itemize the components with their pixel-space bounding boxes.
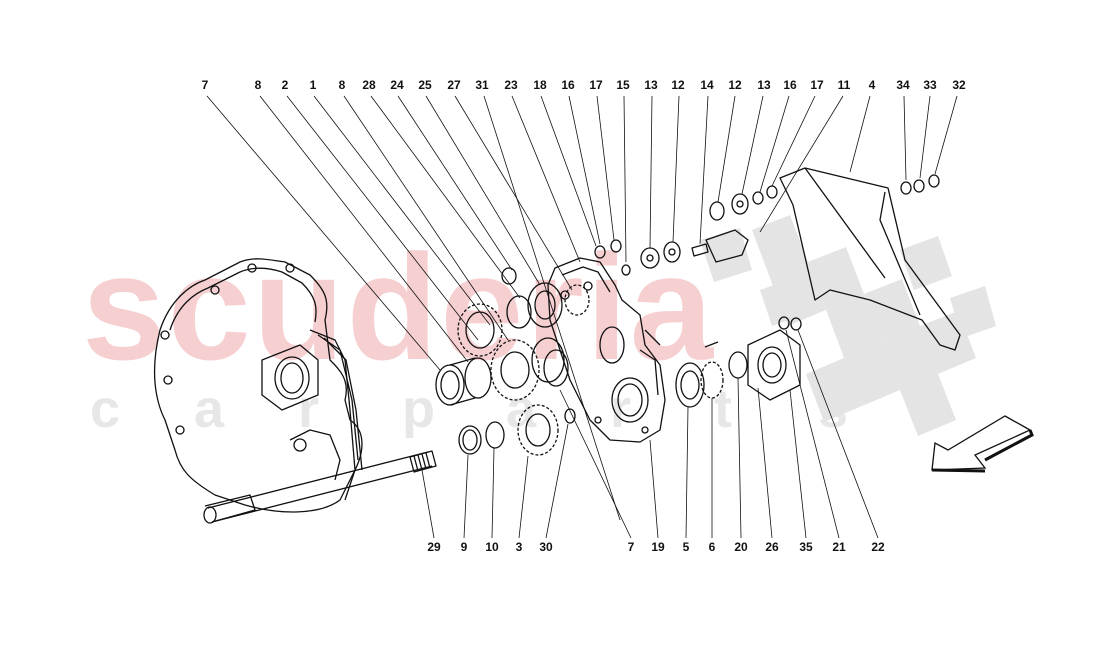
callout-label: 19 — [651, 540, 665, 554]
callout-label: 14 — [700, 78, 714, 92]
callout-label: 12 — [728, 78, 742, 92]
callout-label: 33 — [923, 78, 937, 92]
callout-label: 18 — [533, 78, 547, 92]
watermark-letter: r — [298, 379, 320, 439]
callout-label: 13 — [757, 78, 771, 92]
callout-label: 35 — [799, 540, 813, 554]
watermark-letter: a — [506, 379, 537, 439]
callout-label: 24 — [390, 78, 404, 92]
callout-label: 16 — [783, 78, 797, 92]
callout-label: 7 — [627, 540, 635, 554]
arrow-down-left-icon — [931, 415, 1034, 473]
callout-label: 5 — [682, 540, 690, 554]
callout-label: 11 — [837, 78, 851, 92]
callout-label: 34 — [896, 78, 910, 92]
callout-label: 3 — [515, 540, 523, 554]
callout-label: 30 — [539, 540, 553, 554]
heat-shield-plate — [779, 167, 961, 351]
callout-label: 10 — [485, 540, 499, 554]
callout-label: 29 — [427, 540, 441, 554]
callout-label: 6 — [708, 540, 716, 554]
washers-and-nuts — [594, 174, 940, 276]
watermark-letter: a — [194, 379, 225, 439]
callout-label: 7 — [201, 78, 209, 92]
callout-label: 20 — [734, 540, 748, 554]
callout-label: 8 — [254, 78, 262, 92]
callout-label: 17 — [589, 78, 603, 92]
callout-label: 28 — [362, 78, 376, 92]
callout-label: 17 — [810, 78, 824, 92]
callout-label: 32 — [952, 78, 966, 92]
callout-label: 15 — [616, 78, 630, 92]
callout-label: 4 — [868, 78, 876, 92]
watermark-brand-text: scuderia — [82, 223, 715, 391]
callout-label: 31 — [475, 78, 489, 92]
callout-label: 12 — [671, 78, 685, 92]
callout-label: 16 — [561, 78, 575, 92]
intermediate-housing-plate — [547, 257, 666, 443]
watermark-subtitle: carparts — [90, 382, 922, 436]
transmission-cover-housing — [153, 258, 363, 513]
watermark-letter: c — [90, 379, 121, 439]
callout-label: 21 — [832, 540, 846, 554]
callout-label: 13 — [644, 78, 658, 92]
callout-label: 27 — [447, 78, 461, 92]
gear-cluster — [435, 267, 590, 456]
output-shaft — [203, 450, 437, 524]
callout-label: 9 — [460, 540, 468, 554]
callout-label: 1 — [309, 78, 317, 92]
callout-label: 25 — [418, 78, 432, 92]
callout-label: 8 — [338, 78, 346, 92]
callout-label: 23 — [504, 78, 518, 92]
watermark-letter: p — [402, 379, 435, 439]
callout-label: 2 — [281, 78, 289, 92]
callout-label: 26 — [765, 540, 779, 554]
callout-label: 22 — [871, 540, 885, 554]
